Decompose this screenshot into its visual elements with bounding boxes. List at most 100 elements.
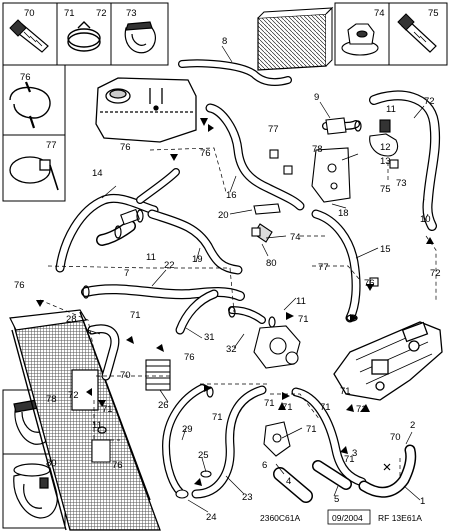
expansion-tank bbox=[95, 77, 197, 143]
callout-71-g: 71 bbox=[344, 454, 355, 465]
clip-assembly bbox=[369, 133, 399, 157]
spring-clip-icon bbox=[9, 81, 51, 129]
callout-22: 22 bbox=[164, 260, 175, 271]
drawing-date: 09/2004 bbox=[332, 513, 363, 523]
hose-28 bbox=[87, 324, 120, 381]
callout-3: 3 bbox=[352, 448, 357, 459]
callout-18: 18 bbox=[338, 208, 349, 219]
hose-22 bbox=[81, 284, 245, 301]
cable-tie-icon bbox=[9, 156, 59, 191]
cross-markers bbox=[383, 463, 391, 471]
hose-short-upper-left bbox=[136, 168, 180, 204]
inset-group-top-left bbox=[2, 2, 169, 202]
oil-cooler bbox=[145, 359, 171, 391]
hose-5 bbox=[312, 460, 352, 490]
callout-70-right: 70 bbox=[390, 432, 401, 443]
callout-31: 31 bbox=[204, 332, 215, 343]
callout-28: 28 bbox=[66, 314, 77, 325]
callout-71-c: 71 bbox=[102, 404, 113, 415]
inset-box-77 bbox=[2, 134, 66, 202]
inset-label-72: 72 bbox=[96, 8, 107, 19]
callout-77-lower: 77 bbox=[318, 262, 329, 273]
inset-label-77: 77 bbox=[46, 140, 57, 151]
callout-71-e: 71 bbox=[282, 402, 293, 413]
inset-label-78: 78 bbox=[46, 394, 57, 405]
thermostat-housing bbox=[333, 321, 443, 401]
bracket-18 bbox=[311, 147, 351, 203]
radiator bbox=[9, 309, 161, 531]
inset-label-76: 76 bbox=[20, 72, 31, 83]
hose-6 bbox=[273, 467, 313, 503]
callout-72-right: 72 bbox=[430, 268, 441, 279]
callout-15: 15 bbox=[380, 244, 391, 255]
callout-76-tank-right: 76 bbox=[200, 148, 211, 159]
callout-10: 10 bbox=[420, 214, 431, 225]
hose-31 bbox=[175, 289, 219, 335]
flange-nut-icon bbox=[341, 23, 379, 56]
inset-box-76 bbox=[2, 64, 66, 136]
callout-76-low: 76 bbox=[112, 460, 123, 471]
callout-76-tank: 76 bbox=[120, 142, 131, 153]
callout-12: 12 bbox=[380, 142, 391, 153]
callout-9: 9 bbox=[314, 92, 319, 103]
callout-23: 23 bbox=[242, 492, 253, 503]
hose-19 bbox=[147, 209, 243, 275]
callout-20: 20 bbox=[218, 210, 229, 221]
callout-leaders bbox=[87, 45, 429, 513]
callout-75: 75 bbox=[380, 184, 391, 195]
hose-clamp-icon bbox=[67, 21, 101, 52]
callout-16: 16 bbox=[226, 190, 237, 201]
inset-label-73: 73 bbox=[126, 8, 137, 19]
inset-label-70: 70 bbox=[24, 8, 35, 19]
hose-10 bbox=[369, 90, 441, 231]
bolt-icon bbox=[9, 19, 49, 53]
callout-7: 7 bbox=[124, 268, 129, 279]
callout-80: 80 bbox=[266, 258, 277, 269]
inset-box-73 bbox=[110, 2, 169, 66]
callout-8: 8 bbox=[222, 36, 227, 47]
callout-11-left: 11 bbox=[146, 252, 156, 263]
footer: 2360C61A 09/2004 RF 13E61A bbox=[260, 509, 422, 525]
sensor-20 bbox=[253, 203, 281, 215]
inset-box-75 bbox=[388, 2, 448, 66]
callout-71-f: 71 bbox=[264, 398, 275, 409]
drawing-code: 2360C61A bbox=[260, 513, 301, 523]
inset-labels: 70 71 72 73 76 77 74 75 78 80 bbox=[20, 8, 439, 469]
hose-16 bbox=[205, 103, 305, 211]
heater-matrix bbox=[257, 6, 334, 71]
arrow-markers bbox=[36, 118, 434, 486]
callout-72-top: 72 bbox=[424, 96, 435, 107]
callout-11-top: 11 bbox=[386, 104, 396, 115]
callout-73: 73 bbox=[396, 178, 407, 189]
inset-label-80: 80 bbox=[46, 458, 57, 469]
callout-71-h: 71 bbox=[320, 402, 331, 413]
hose-connector-mid bbox=[228, 306, 266, 324]
hose-8 bbox=[178, 59, 292, 86]
callout-70-left: 70 bbox=[120, 370, 131, 381]
hose-7 bbox=[96, 220, 136, 246]
callout-71-k: 71 bbox=[356, 404, 367, 415]
callout-32: 32 bbox=[226, 344, 237, 355]
hose-1 bbox=[358, 444, 417, 498]
callout-71-d: 71 bbox=[212, 412, 223, 423]
clip-bracket-icon bbox=[124, 21, 156, 54]
inset-label-75: 75 bbox=[428, 8, 439, 19]
hose-lower-right bbox=[291, 387, 367, 487]
hoses bbox=[55, 59, 441, 503]
callout-25: 25 bbox=[198, 450, 209, 461]
hose-15 bbox=[311, 209, 361, 323]
callout-numbers: 8 9 72 11 12 13 73 75 10 72 77 78 16 18 … bbox=[14, 36, 441, 523]
callout-76-right: 76 bbox=[364, 278, 375, 289]
callout-13: 13 bbox=[380, 156, 391, 167]
callout-2: 2 bbox=[410, 420, 415, 431]
hose-29 bbox=[162, 384, 206, 496]
callout-4: 4 bbox=[286, 476, 291, 487]
callout-78: 78 bbox=[312, 144, 323, 155]
callout-76-mid: 76 bbox=[184, 352, 195, 363]
callout-77-upper: 77 bbox=[268, 124, 279, 135]
inset-label-71: 71 bbox=[64, 8, 75, 19]
inset-label-74: 74 bbox=[374, 8, 385, 19]
callout-71-i: 71 bbox=[306, 424, 317, 435]
